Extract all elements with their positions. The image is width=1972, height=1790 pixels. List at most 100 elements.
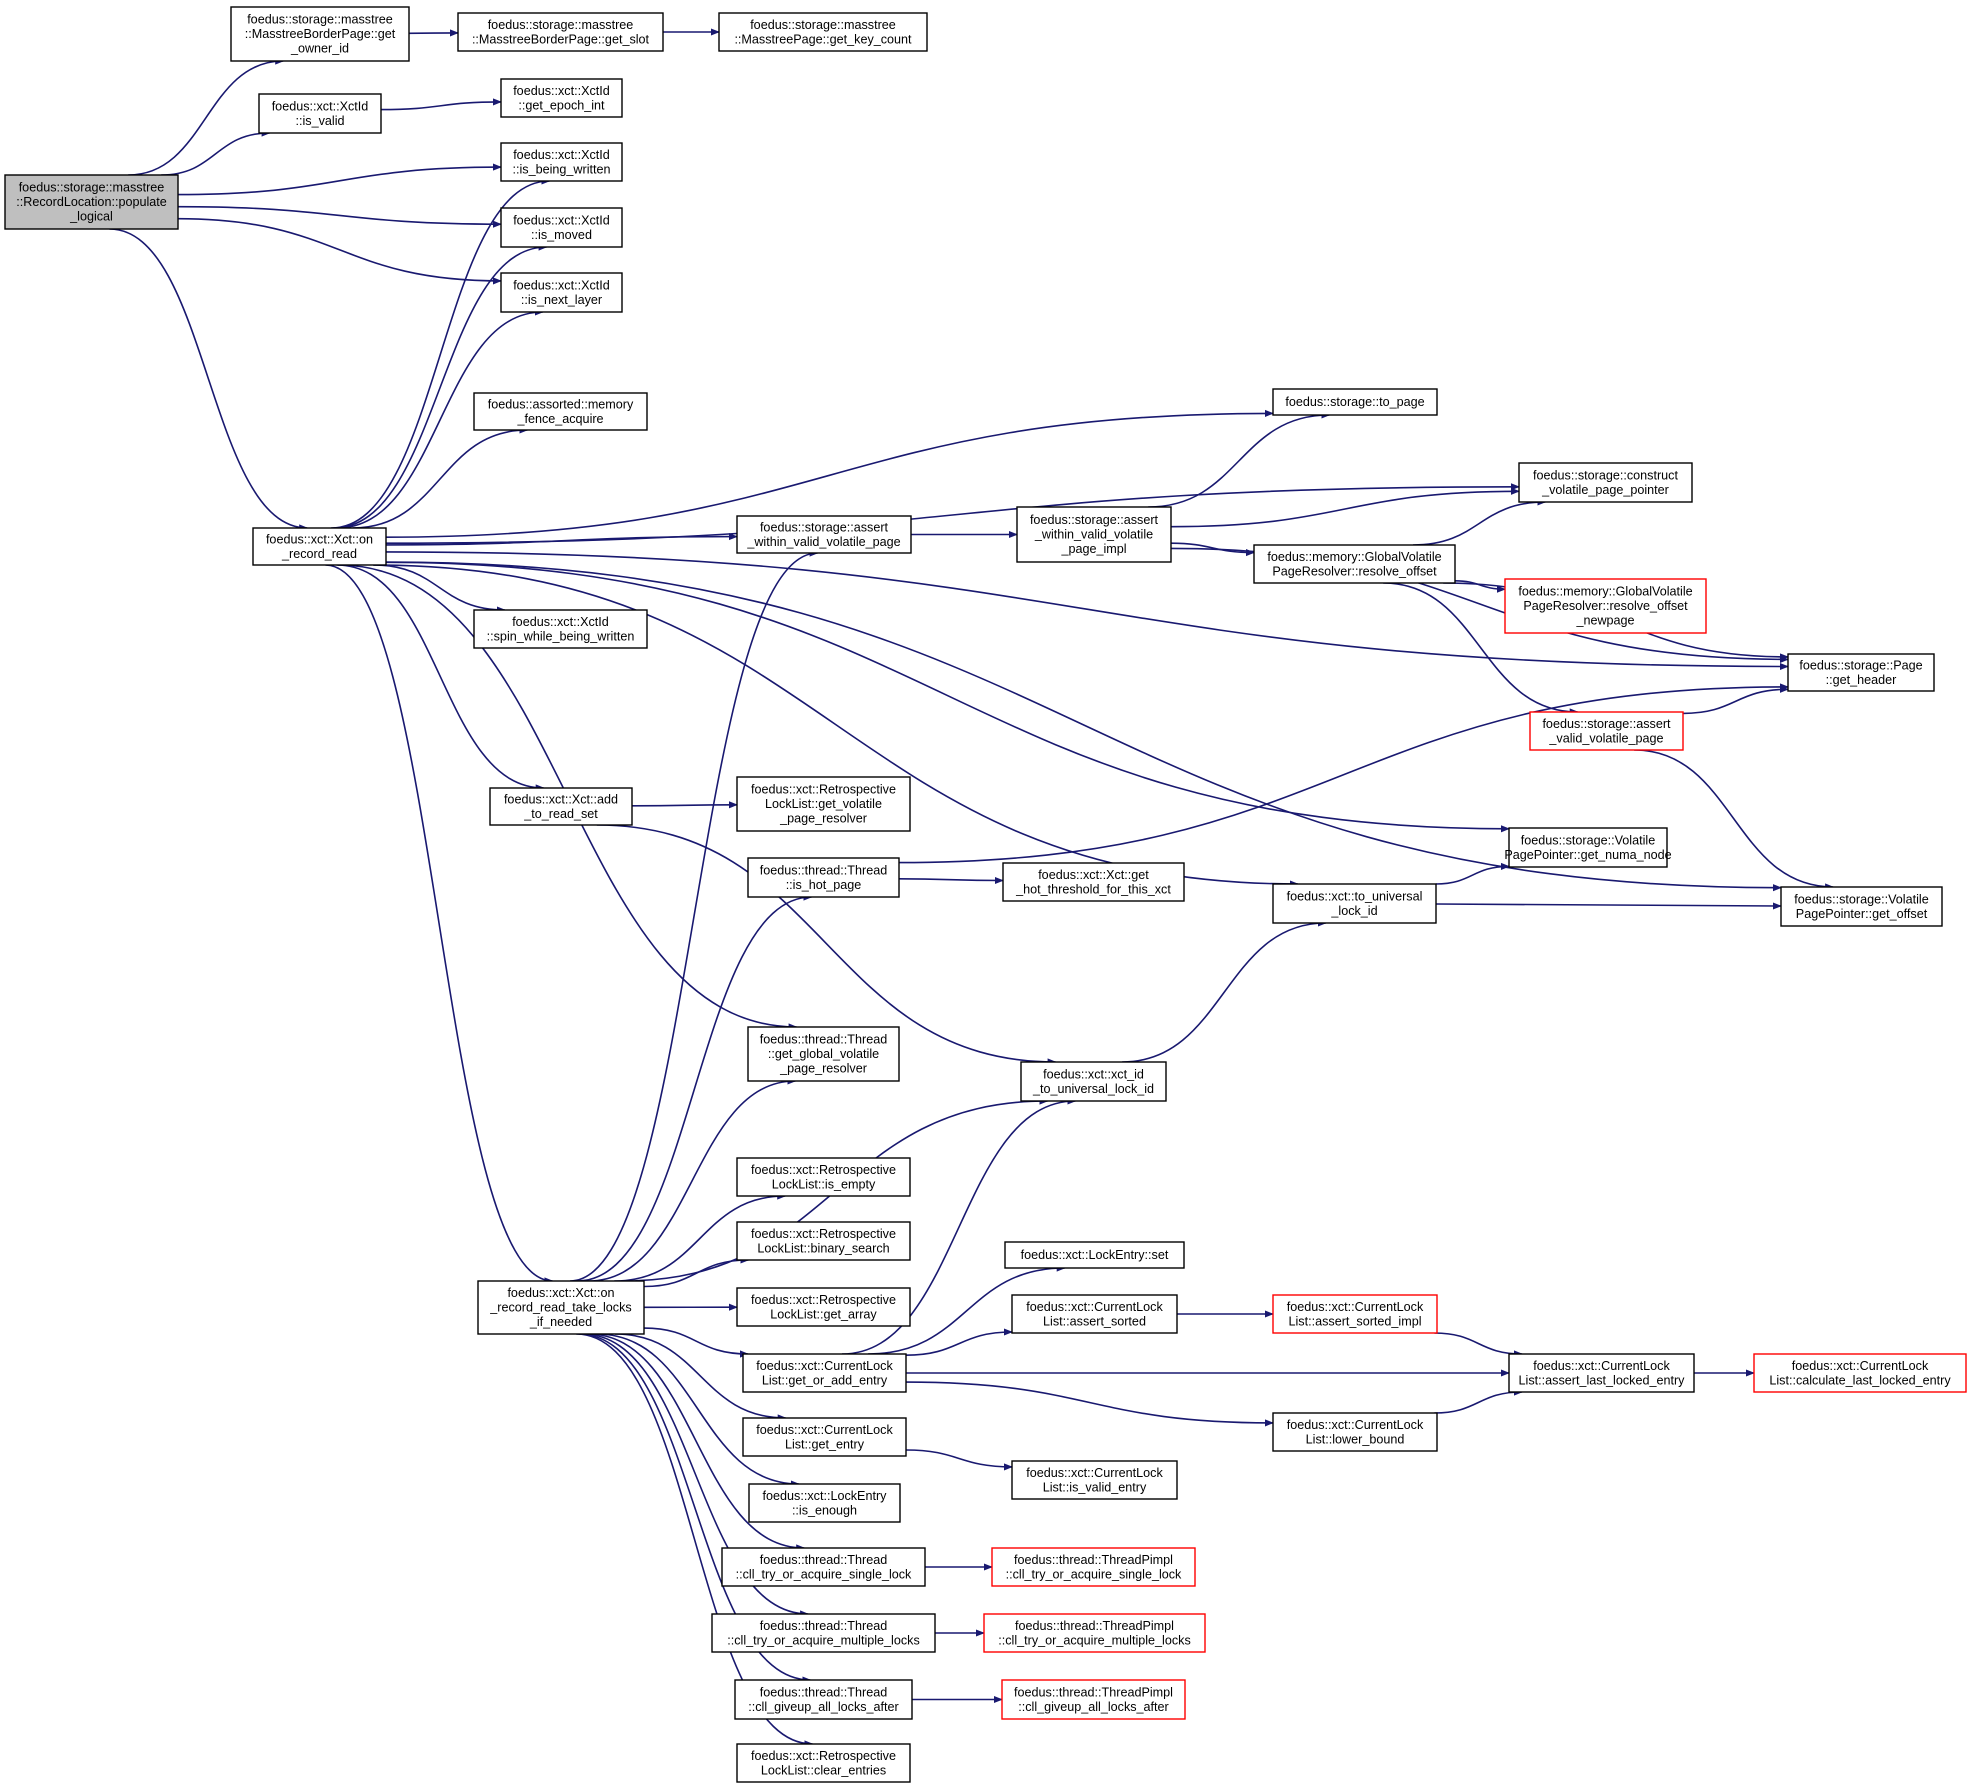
function-node-onrecordread[interactable]: foedus::xct::Xct::on_record_read	[252, 527, 387, 566]
node-box	[1272, 388, 1438, 416]
function-node-ishotpage[interactable]: foedus::thread::Thread::is_hot_page	[747, 857, 900, 898]
call-edge-takelocks-to-isempty	[614, 1192, 787, 1282]
call-edge-touniversal-to-getoffset	[1435, 902, 1782, 910]
function-node-isbeingwritten[interactable]: foedus::xct::XctId::is_being_written	[500, 142, 623, 182]
call-edge-resolveoffset-to-assertvalid	[1383, 582, 1579, 716]
function-node-isvalidentry[interactable]: foedus::xct::CurrentLockList::is_valid_e…	[1011, 1460, 1178, 1500]
function-node-getoffset[interactable]: foedus::storage::VolatilePagePointer::ge…	[1780, 886, 1943, 927]
node-box	[1001, 1679, 1186, 1720]
function-node-touniversal[interactable]: foedus::xct::to_universal_lock_id	[1272, 883, 1437, 924]
node-label-line: LockList::get_volatile	[765, 797, 882, 811]
function-node-resolvenew[interactable]: foedus::memory::GlobalVolatilePageResolv…	[1504, 578, 1707, 634]
node-box	[489, 787, 633, 826]
node-box	[734, 1679, 913, 1720]
call-edge-onrecordread-to-construct	[385, 483, 1520, 544]
node-label-line: foedus::xct::XctId	[513, 148, 610, 162]
function-node-getheader[interactable]: foedus::storage::Page::get_header	[1787, 653, 1935, 692]
function-node-assertwithinimpl[interactable]: foedus::storage::assert_within_valid_vol…	[1016, 506, 1172, 563]
node-label-line: foedus::xct::CurrentLock	[1026, 1300, 1163, 1314]
function-node-isvalid[interactable]: foedus::xct::XctId::is_valid	[258, 93, 382, 134]
node-label-line: _fence_acquire	[516, 412, 603, 426]
node-box	[252, 527, 387, 566]
node-box	[1020, 1061, 1167, 1102]
function-node-assertvalid[interactable]: foedus::storage::assert_valid_volatile_p…	[1529, 711, 1684, 751]
function-node-spinwhile[interactable]: foedus::xct::XctId::spin_while_being_wri…	[473, 609, 648, 649]
node-label-line: foedus::storage::assert	[760, 520, 889, 534]
function-node-gethot[interactable]: foedus::xct::Xct::get_hot_threshold_for_…	[1002, 862, 1185, 902]
function-node-isempty[interactable]: foedus::xct::RetrospectiveLockList::is_e…	[736, 1157, 911, 1197]
function-node-assertwithin[interactable]: foedus::storage::assert_within_valid_vol…	[736, 515, 912, 554]
node-box	[1787, 653, 1935, 692]
node-box	[1011, 1294, 1178, 1334]
function-node-getslot[interactable]: foedus::storage::masstree::MasstreeBorde…	[457, 12, 664, 52]
function-node-getnuma[interactable]: foedus::storage::VolatilePagePointer::ge…	[1504, 827, 1672, 868]
function-node-ismoved[interactable]: foedus::xct::XctId::is_moved	[500, 207, 623, 248]
call-edge-onrecordread-to-ismoved	[333, 243, 548, 529]
function-node-isnextlayer[interactable]: foedus::xct::XctId::is_next_layer	[500, 272, 623, 313]
node-box	[748, 1483, 901, 1523]
function-node-getkeycount[interactable]: foedus::storage::masstree::MasstreePage:…	[718, 12, 928, 52]
node-box	[4, 174, 179, 230]
function-node-assertsorted[interactable]: foedus::xct::CurrentLockList::assert_sor…	[1011, 1294, 1178, 1334]
call-edge-assertvalid-to-getoffset	[1634, 749, 1835, 891]
function-node-clltrysingle[interactable]: foedus::thread::Thread::cll_try_or_acqui…	[721, 1547, 926, 1587]
node-label-line: foedus::xct::CurrentLock	[1026, 1466, 1163, 1480]
function-node-getowner[interactable]: foedus::storage::masstree::MasstreeBorde…	[230, 6, 410, 62]
node-label-line: _within_valid_volatile	[1034, 528, 1153, 542]
call-edge-root-to-ismoved	[177, 205, 502, 228]
function-node-getvolresolver[interactable]: foedus::xct::RetrospectiveLockList::get_…	[736, 776, 911, 832]
function-node-giveup[interactable]: foedus::thread::Thread::cll_giveup_all_l…	[734, 1679, 913, 1720]
call-edge-takelocks-to-giveup	[578, 1333, 812, 1684]
function-node-assertlast[interactable]: foedus::xct::CurrentLockList::assert_las…	[1508, 1353, 1695, 1393]
node-box	[736, 1157, 911, 1197]
node-label-line: foedus::xct::Xct::add	[504, 792, 618, 806]
node-label-line: _owner_id	[290, 42, 349, 56]
function-node-getoradd[interactable]: foedus::xct::CurrentLockList::get_or_add…	[742, 1353, 907, 1393]
function-node-root[interactable]: foedus::storage::masstree::RecordLocatio…	[4, 174, 179, 230]
node-label-line: foedus::xct::XctId	[513, 213, 610, 227]
node-label-line: ::cll_try_or_acquire_multiple_locks	[998, 1633, 1191, 1647]
call-edge-isvalid-to-getepoch	[380, 98, 502, 111]
node-box	[477, 1280, 645, 1335]
function-node-lockentryset[interactable]: foedus::xct::LockEntry::set	[1004, 1241, 1185, 1269]
call-edge-onrecordread-to-assertwithin	[385, 533, 738, 546]
function-node-clltrymulti[interactable]: foedus::thread::Thread::cll_try_or_acqui…	[711, 1613, 936, 1653]
function-node-pimplgiveup[interactable]: foedus::thread::ThreadPimpl::cll_giveup_…	[1001, 1679, 1186, 1720]
function-node-getepoch[interactable]: foedus::xct::XctId::get_epoch_int	[500, 78, 623, 118]
node-label-line: _page_resolver	[779, 812, 867, 826]
function-node-calclast[interactable]: foedus::xct::CurrentLockList::calculate_…	[1753, 1353, 1967, 1393]
node-label-line: foedus::thread::ThreadPimpl	[1014, 1685, 1173, 1699]
call-edge-onrecordread-to-isbeingwritten	[331, 177, 551, 529]
function-node-pimplsingle[interactable]: foedus::thread::ThreadPimpl::cll_try_or_…	[991, 1547, 1196, 1587]
function-node-getglobalresolver[interactable]: foedus::thread::Thread::get_global_volat…	[747, 1026, 900, 1082]
function-node-clearentries[interactable]: foedus::xct::RetrospectiveLockList::clea…	[736, 1743, 911, 1783]
function-node-addtoreadset[interactable]: foedus::xct::Xct::add_to_read_set	[489, 787, 633, 826]
function-node-takelocks[interactable]: foedus::xct::Xct::on_record_read_take_lo…	[477, 1280, 645, 1335]
function-node-lowerbound[interactable]: foedus::xct::CurrentLockList::lower_boun…	[1272, 1412, 1438, 1452]
node-label-line: List::get_entry	[785, 1437, 865, 1451]
function-node-getarray[interactable]: foedus::xct::RetrospectiveLockList::get_…	[736, 1287, 911, 1327]
node-box	[736, 515, 912, 554]
function-node-memfence[interactable]: foedus::assorted::memory_fence_acquire	[473, 392, 648, 431]
node-box	[500, 207, 623, 248]
function-node-xctidtouniv[interactable]: foedus::xct::xct_id_to_universal_lock_id	[1020, 1061, 1167, 1102]
function-node-binsearch[interactable]: foedus::xct::RetrospectiveLockList::bina…	[736, 1221, 911, 1261]
function-node-construct[interactable]: foedus::storage::construct_volatile_page…	[1518, 462, 1693, 503]
node-box	[747, 857, 900, 898]
node-label-line: ::is_valid	[296, 114, 345, 128]
function-node-assertsortedimpl[interactable]: foedus::xct::CurrentLockList::assert_sor…	[1272, 1294, 1438, 1334]
node-box	[736, 1287, 911, 1327]
function-node-isenough[interactable]: foedus::xct::LockEntry::is_enough	[748, 1483, 901, 1523]
node-label-line: ::MasstreePage::get_key_count	[734, 32, 912, 46]
function-node-pimplmulti[interactable]: foedus::thread::ThreadPimpl::cll_try_or_…	[983, 1613, 1206, 1653]
call-edge-onrecordread-to-memfence	[352, 426, 529, 529]
node-label-line: _newpage	[1575, 614, 1634, 628]
node-label-line: LockList::get_array	[770, 1307, 877, 1321]
node-box	[500, 142, 623, 182]
node-label-line: foedus::thread::Thread	[760, 863, 887, 877]
node-box	[1253, 544, 1456, 584]
function-node-topage[interactable]: foedus::storage::to_page	[1272, 388, 1438, 416]
node-label-line: LockList::is_empty	[772, 1177, 876, 1191]
function-node-resolveoffset[interactable]: foedus::memory::GlobalVolatilePageResolv…	[1253, 544, 1456, 584]
